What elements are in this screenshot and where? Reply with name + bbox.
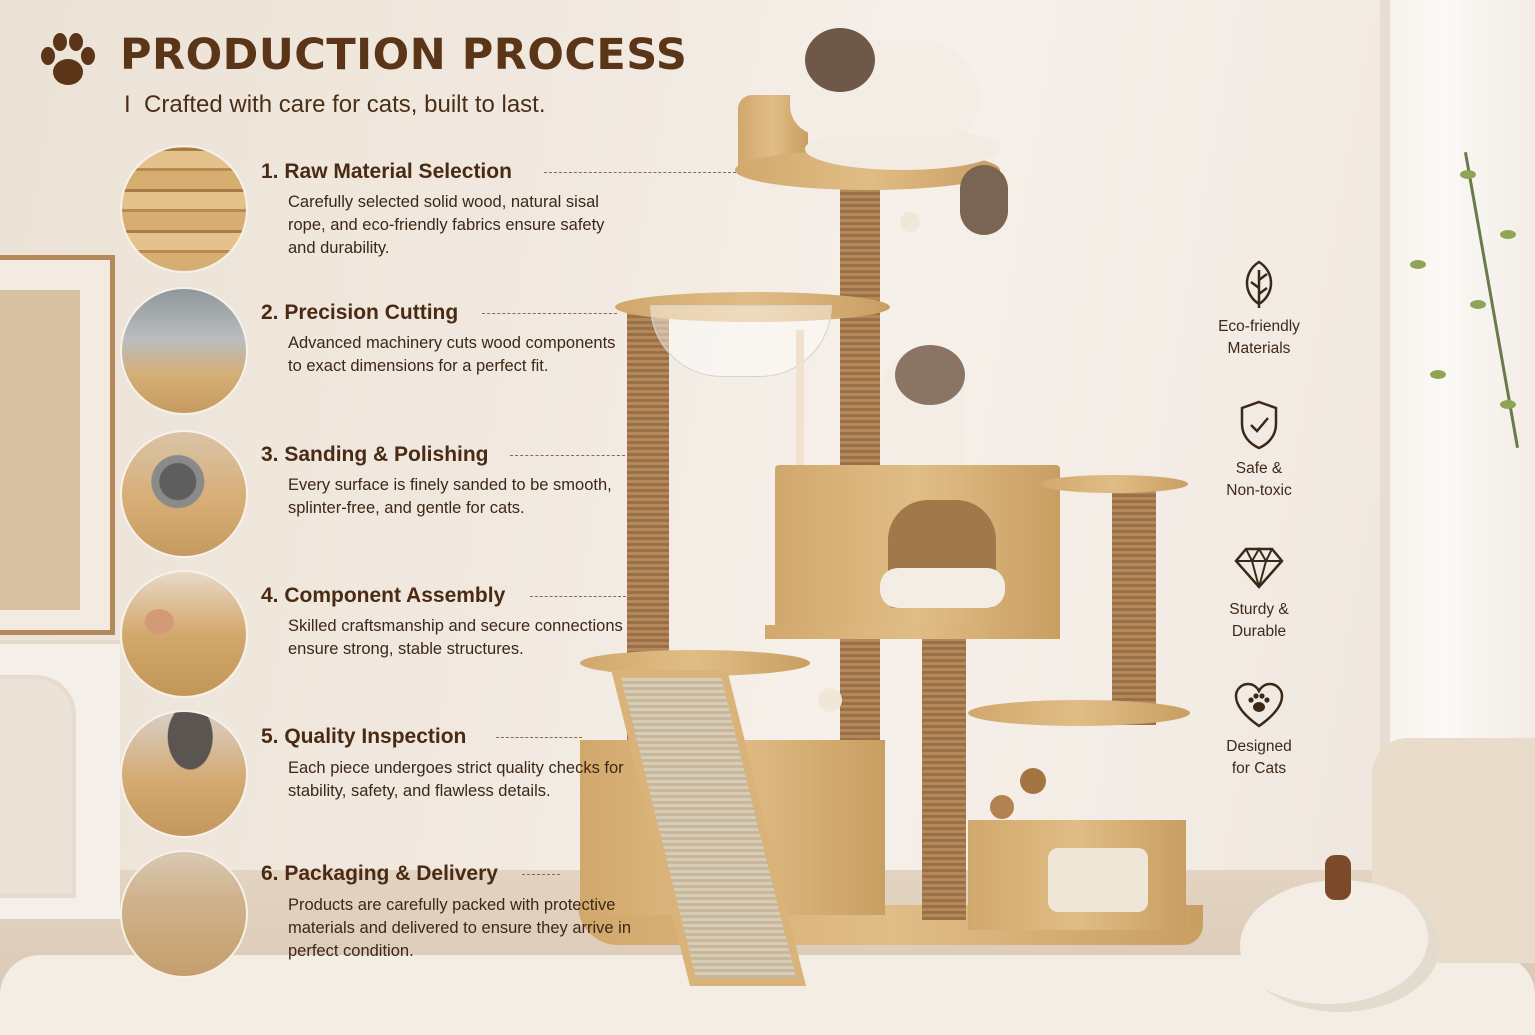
- step-description: Advanced machinery cuts wood components …: [288, 334, 616, 375]
- feature-label-line1: Sturdy &: [1229, 601, 1289, 618]
- feature-label-line2: Materials: [1227, 340, 1291, 357]
- connector-line: [530, 596, 626, 597]
- step-title: 3. Sanding & Polishing: [261, 443, 489, 466]
- step-image-precision-cutting: [120, 287, 248, 415]
- feature-label-line2: for Cats: [1231, 760, 1287, 777]
- paw-icon: [41, 33, 95, 85]
- step-description: Carefully selected solid wood, natural s…: [288, 193, 605, 257]
- plant-leaf: [1430, 370, 1446, 379]
- feature-designed: Designed for Cats: [1205, 680, 1313, 780]
- cabinet-arch: [0, 675, 76, 898]
- middle-shelf: [765, 625, 1060, 639]
- diamond-icon: [1234, 547, 1284, 589]
- window: [1385, 0, 1535, 760]
- lower-right-platform: [968, 700, 1190, 726]
- feature-label-line1: Designed: [1226, 738, 1292, 755]
- window-frame: [1380, 0, 1390, 760]
- feature-label-line1: Eco-friendly: [1218, 318, 1300, 335]
- cat-top-head: [805, 28, 875, 92]
- connector-line: [544, 172, 736, 173]
- connector-line: [496, 737, 582, 738]
- connector-line: [510, 455, 625, 456]
- step-title: 2. Precision Cutting: [261, 301, 459, 324]
- step-title: 6. Packaging & Delivery: [261, 862, 498, 885]
- plant-leaf: [1470, 300, 1486, 309]
- sisal-post: [1112, 485, 1156, 725]
- plush-pumpkin: [1240, 880, 1440, 1012]
- step-image-sanding: [120, 430, 248, 558]
- step-description: Skilled craftsmanship and secure connect…: [288, 617, 623, 658]
- right-platform: [1040, 475, 1188, 493]
- wall-art-frame: [0, 255, 115, 635]
- feature-sturdy: Sturdy & Durable: [1205, 543, 1313, 643]
- toy-ball: [1020, 768, 1046, 794]
- toy-ball: [818, 688, 842, 712]
- feature-label-line2: Non-toxic: [1226, 482, 1292, 499]
- subtitle-bar: I: [124, 91, 131, 118]
- lower-right-window: [1048, 848, 1148, 912]
- step-title: 1. Raw Material Selection: [261, 160, 512, 183]
- toy-ball: [990, 795, 1014, 819]
- page-subtitle: I Crafted with care for cats, built to l…: [124, 91, 546, 119]
- feature-label-line2: Durable: [1231, 623, 1287, 640]
- hanging-rope: [796, 330, 804, 490]
- perch-cushion: [805, 128, 1000, 170]
- step-image-raw-material: [120, 145, 248, 273]
- hanging-ball: [900, 212, 920, 232]
- plant-leaf: [1460, 170, 1476, 179]
- heart-paw-icon: [1234, 682, 1284, 728]
- subtitle-text: Crafted with care for cats, built to las…: [144, 91, 546, 118]
- feature-label-line1: Safe &: [1235, 460, 1283, 477]
- step-description: Each piece undergoes strict quality chec…: [288, 759, 624, 800]
- plant-leaf: [1500, 400, 1516, 409]
- cat-tail: [960, 165, 1008, 235]
- connector-line: [522, 874, 560, 875]
- cat-middle-head: [895, 345, 965, 405]
- step-image-inspection: [120, 710, 248, 838]
- shield-check-icon: [1240, 400, 1278, 450]
- step-image-assembly: [120, 570, 248, 698]
- condo-cushion: [880, 568, 1005, 608]
- leaf-icon: [1245, 260, 1273, 308]
- step-title: 5. Quality Inspection: [261, 725, 467, 748]
- step-title: 4. Component Assembly: [261, 584, 506, 607]
- step-image-packaging: [120, 850, 248, 978]
- plant-leaf: [1500, 230, 1516, 239]
- connector-line: [482, 313, 617, 314]
- step-description: Every surface is finely sanded to be smo…: [288, 476, 612, 517]
- sisal-post: [922, 635, 966, 920]
- plant-leaf: [1410, 260, 1426, 269]
- feature-safe: Safe & Non-toxic: [1205, 398, 1313, 502]
- page-title: PRODUCTION PROCESS: [120, 30, 688, 80]
- step-description: Products are carefully packed with prote…: [288, 896, 632, 960]
- pumpkin-stem: [1325, 855, 1351, 900]
